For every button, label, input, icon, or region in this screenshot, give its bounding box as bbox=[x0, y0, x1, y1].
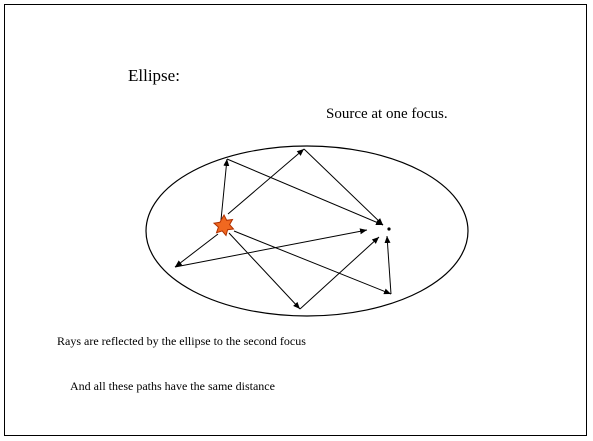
ray-line bbox=[227, 148, 305, 215]
ray-line bbox=[233, 230, 392, 295]
reflected-ray-line bbox=[299, 236, 380, 310]
slide bbox=[4, 4, 587, 436]
reflected-ray-line bbox=[174, 228, 368, 268]
reflected-ray-line bbox=[226, 158, 384, 226]
dot-icon bbox=[387, 227, 391, 231]
slide-title: Ellipse: bbox=[128, 66, 180, 85]
ray-line bbox=[228, 232, 301, 310]
caption-distance: And all these paths have the same distan… bbox=[70, 379, 275, 393]
ray-line bbox=[220, 158, 230, 221]
ellipse bbox=[145, 145, 469, 317]
slide-subtitle: Source at one focus. bbox=[326, 106, 448, 122]
ray-line bbox=[174, 233, 219, 268]
reflected-ray-line bbox=[303, 148, 384, 226]
reflected-ray-line bbox=[384, 235, 392, 295]
star-burst-icon bbox=[212, 213, 235, 237]
caption-reflection: Rays are reflected by the ellipse to the… bbox=[57, 334, 306, 348]
